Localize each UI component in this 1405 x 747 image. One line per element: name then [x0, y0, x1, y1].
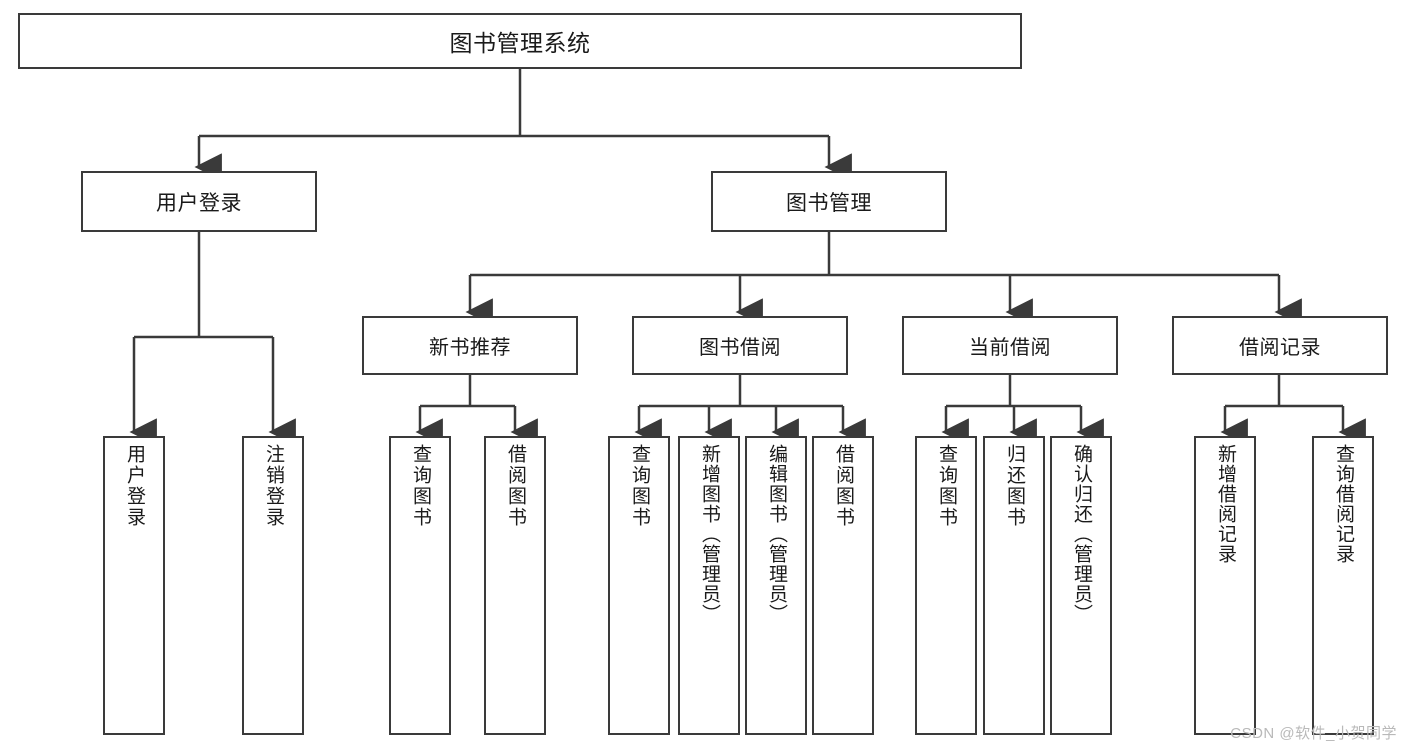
node-leaf-user-login-label: 用户登录: [123, 444, 145, 528]
node-leaf-query-book-2[interactable]: 查询图书: [608, 436, 670, 735]
node-leaf-query-book-1[interactable]: 查询图书: [389, 436, 451, 735]
node-leaf-edit-book[interactable]: 编辑图书（管理员）: [745, 436, 807, 735]
node-leaf-return-book[interactable]: 归还图书: [983, 436, 1045, 735]
node-leaf-confirm-return-label: 确认归还（管理员）: [1070, 444, 1092, 624]
node-book-borrow[interactable]: 图书借阅: [632, 316, 848, 375]
node-leaf-edit-book-label: 编辑图书（管理员）: [765, 444, 787, 624]
node-leaf-borrow-book-1[interactable]: 借阅图书: [484, 436, 546, 735]
node-leaf-query-book-3[interactable]: 查询图书: [915, 436, 977, 735]
node-leaf-query-book-2-label: 查询图书: [628, 444, 650, 528]
node-current-borrow-label: 当前借阅: [969, 337, 1051, 359]
node-new-book-recommend[interactable]: 新书推荐: [362, 316, 578, 375]
watermark-text: CSDN @软件_小贺同学: [1230, 725, 1397, 742]
node-leaf-query-record-label: 查询借阅记录: [1332, 444, 1354, 564]
node-leaf-borrow-book-2-label: 借阅图书: [832, 444, 854, 528]
node-leaf-borrow-book-1-label: 借阅图书: [504, 444, 526, 528]
node-borrow-record-label: 借阅记录: [1239, 337, 1321, 359]
node-leaf-query-record[interactable]: 查询借阅记录: [1312, 436, 1374, 735]
node-leaf-add-book-label: 新增图书（管理员）: [698, 444, 720, 624]
node-leaf-user-login[interactable]: 用户登录: [103, 436, 165, 735]
node-book-manage[interactable]: 图书管理: [711, 171, 947, 232]
node-root[interactable]: 图书管理系统: [18, 13, 1022, 69]
node-leaf-return-book-label: 归还图书: [1003, 444, 1025, 528]
node-root-label: 图书管理系统: [449, 30, 591, 56]
node-leaf-query-book-3-label: 查询图书: [935, 444, 957, 528]
node-leaf-user-logout-label: 注销登录: [262, 444, 284, 528]
node-current-borrow[interactable]: 当前借阅: [902, 316, 1118, 375]
node-leaf-confirm-return[interactable]: 确认归还（管理员）: [1050, 436, 1112, 735]
node-borrow-record[interactable]: 借阅记录: [1172, 316, 1388, 375]
node-leaf-user-logout[interactable]: 注销登录: [242, 436, 304, 735]
node-book-borrow-label: 图书借阅: [699, 337, 781, 359]
node-leaf-add-record[interactable]: 新增借阅记录: [1194, 436, 1256, 735]
node-leaf-add-book[interactable]: 新增图书（管理员）: [678, 436, 740, 735]
node-leaf-add-record-label: 新增借阅记录: [1214, 444, 1236, 564]
node-user-login[interactable]: 用户登录: [81, 171, 317, 232]
node-leaf-borrow-book-2[interactable]: 借阅图书: [812, 436, 874, 735]
node-leaf-query-book-1-label: 查询图书: [409, 444, 431, 528]
node-user-login-label: 用户登录: [156, 191, 242, 215]
node-new-book-recommend-label: 新书推荐: [429, 337, 511, 359]
node-book-manage-label: 图书管理: [786, 191, 872, 215]
